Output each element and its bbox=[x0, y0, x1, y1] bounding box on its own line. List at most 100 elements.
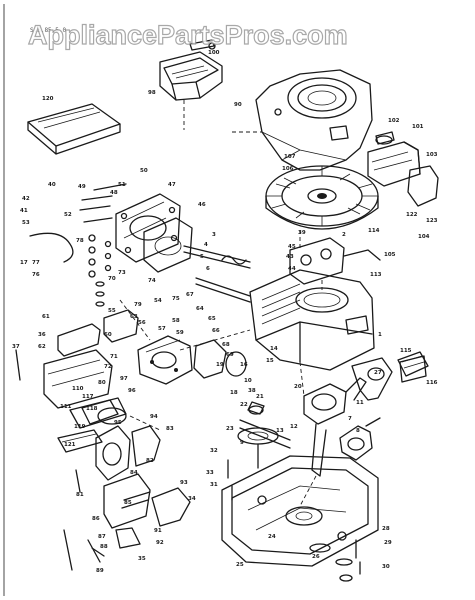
part-label: 4 bbox=[204, 242, 208, 248]
part-label: 21 bbox=[256, 394, 264, 400]
part-label: 69 bbox=[226, 352, 234, 358]
part-label: 28 bbox=[382, 526, 390, 532]
part-label: 81 bbox=[76, 492, 84, 498]
part-label: 110 bbox=[72, 386, 84, 392]
part-label: 44 bbox=[288, 266, 296, 272]
bracket-parts bbox=[103, 473, 191, 549]
part-label: 123 bbox=[426, 218, 438, 224]
part-label: 40 bbox=[48, 182, 56, 188]
blower-housing-part bbox=[255, 69, 373, 171]
part-label: 18 bbox=[230, 390, 238, 396]
part-label: 2 bbox=[342, 232, 346, 238]
part-label: 111 bbox=[60, 404, 72, 410]
part-label: 30 bbox=[382, 564, 390, 570]
part-label: 113 bbox=[370, 272, 382, 278]
part-label: 36 bbox=[38, 332, 46, 338]
part-label: 90 bbox=[234, 102, 242, 108]
part-label: 75 bbox=[172, 296, 180, 302]
part-label: 94 bbox=[150, 414, 158, 420]
part-label: 12 bbox=[290, 424, 298, 430]
part-label: 46 bbox=[198, 202, 206, 208]
part-label: 25 bbox=[236, 562, 244, 568]
part-label: 89 bbox=[96, 568, 104, 574]
part-label: 82 bbox=[146, 458, 154, 464]
part-label: 91 bbox=[154, 528, 162, 534]
part-label: 42 bbox=[22, 196, 30, 202]
camshaft-part bbox=[339, 417, 381, 461]
part-label: 71 bbox=[110, 354, 118, 360]
part-label: 34 bbox=[188, 496, 196, 502]
part-label: 10 bbox=[244, 378, 252, 384]
fuel-tank-part bbox=[43, 349, 127, 429]
part-label: 114 bbox=[368, 228, 380, 234]
part-label: 70 bbox=[108, 276, 116, 282]
part-label: 39 bbox=[298, 230, 306, 236]
head-bolts-part bbox=[79, 183, 127, 223]
part-label: 72 bbox=[104, 364, 112, 370]
part-label: 7 bbox=[348, 416, 352, 422]
part-label: 115 bbox=[400, 348, 412, 354]
part-label: 50 bbox=[140, 168, 148, 174]
part-label: 118 bbox=[86, 406, 98, 412]
header-fragment: S.S.85.5.0 bbox=[30, 27, 67, 34]
part-label: 6 bbox=[206, 266, 210, 272]
part-label: 11 bbox=[356, 400, 364, 406]
part-label: 64 bbox=[196, 306, 204, 312]
part-label: 60 bbox=[104, 332, 112, 338]
piston-part bbox=[239, 401, 291, 449]
part-label: 47 bbox=[168, 182, 176, 188]
part-label: 100 bbox=[208, 50, 220, 56]
part-label: 67 bbox=[186, 292, 194, 298]
part-label: 76 bbox=[32, 272, 40, 278]
part-label: 104 bbox=[418, 234, 430, 240]
part-label: 79 bbox=[134, 302, 142, 308]
part-label: 29 bbox=[384, 540, 392, 546]
part-label: 87 bbox=[98, 534, 106, 540]
valves-part bbox=[183, 245, 251, 303]
fuel-line-part bbox=[29, 232, 74, 263]
part-number-labels: 100 98 120 90 102 101 103 107 106 122 12… bbox=[12, 50, 438, 574]
part-label: 1 bbox=[378, 332, 382, 338]
part-label: 9 bbox=[240, 440, 244, 446]
governor-gear-part bbox=[237, 427, 279, 469]
washer-column-left bbox=[95, 281, 105, 307]
part-label: 14 bbox=[270, 346, 278, 352]
part-label: 48 bbox=[110, 190, 118, 196]
part-label: 85 bbox=[124, 500, 132, 506]
part-label: 54 bbox=[154, 298, 162, 304]
part-label: 106 bbox=[282, 166, 294, 172]
connecting-rod-part bbox=[351, 357, 393, 401]
part-label: 63 bbox=[130, 314, 138, 320]
part-label: 27 bbox=[374, 370, 382, 376]
spring-part bbox=[57, 429, 103, 453]
valve-parts-stack bbox=[88, 234, 112, 278]
part-label: 102 bbox=[388, 118, 400, 124]
part-label: 121 bbox=[64, 442, 76, 448]
part-label: 17 bbox=[20, 260, 28, 266]
part-label: 56 bbox=[138, 320, 146, 326]
carburetor-part bbox=[137, 335, 193, 385]
part-label: 95 bbox=[114, 420, 122, 426]
part-label: 78 bbox=[76, 238, 84, 244]
part-label: 117 bbox=[82, 394, 94, 400]
part-label: 88 bbox=[100, 544, 108, 550]
part-label: 61 bbox=[42, 314, 50, 320]
part-label: 15 bbox=[266, 358, 274, 364]
part-label: 53 bbox=[22, 220, 30, 226]
part-label: 19 bbox=[216, 362, 224, 368]
part-label: 97 bbox=[120, 376, 128, 382]
part-label: 62 bbox=[38, 344, 46, 350]
part-label: 103 bbox=[426, 152, 438, 158]
part-label: 51 bbox=[118, 182, 126, 188]
part-label: 80 bbox=[98, 380, 106, 386]
part-label: 93 bbox=[180, 480, 188, 486]
part-label: 24 bbox=[268, 534, 276, 540]
part-label: 77 bbox=[32, 260, 40, 266]
part-label: 116 bbox=[426, 380, 438, 386]
part-label: 31 bbox=[210, 482, 218, 488]
part-label: 58 bbox=[172, 318, 180, 324]
part-label: 38 bbox=[248, 388, 256, 394]
part-label: 107 bbox=[284, 154, 296, 160]
part-label: 57 bbox=[158, 326, 166, 332]
